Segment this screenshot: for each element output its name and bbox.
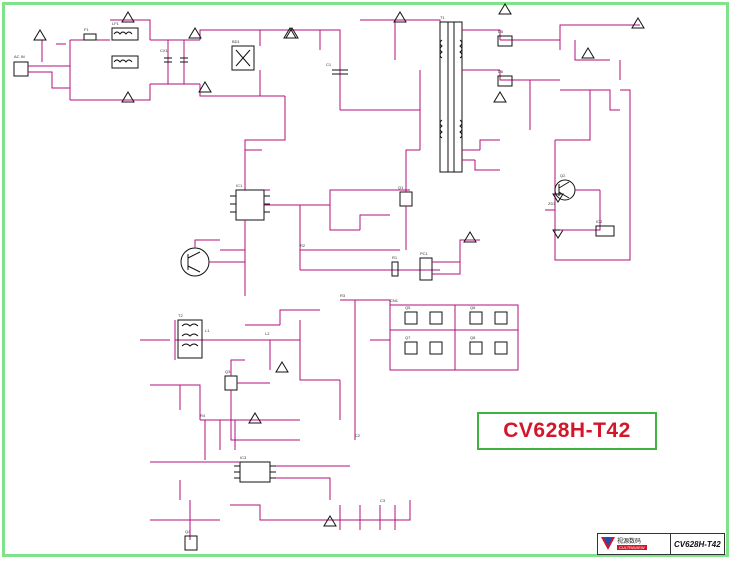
designator-c1: C1	[326, 62, 332, 67]
designator-pc1: PC1	[420, 251, 429, 256]
designator-ic1: IC1	[236, 183, 243, 188]
opto-transistor	[180, 247, 210, 277]
pwm-ic	[235, 189, 265, 221]
designator-q5: Q5	[405, 305, 411, 310]
inductor-l1	[177, 319, 203, 359]
designator-q2: Q2	[560, 173, 566, 178]
designator-ic3: IC3	[240, 455, 247, 460]
opto-coupler	[419, 257, 433, 281]
designator-r4: R4	[200, 413, 206, 418]
designator-q8: Q8	[470, 335, 476, 340]
designator-zd1: ZD1	[548, 201, 556, 206]
sense-resistor	[391, 261, 399, 277]
transformer-section	[439, 3, 645, 261]
designator-d6: D6	[498, 69, 504, 74]
designator-t1: T1	[440, 15, 445, 20]
pwm-section	[180, 11, 480, 296]
mosfet-main	[399, 191, 413, 207]
ac-input-section	[13, 11, 300, 103]
lf1-choke	[111, 27, 139, 41]
designator-l1: L1	[205, 328, 210, 333]
designator-cx1: CX1	[160, 48, 169, 53]
designator-f1: F1	[84, 27, 89, 32]
mosfet-array	[370, 304, 519, 371]
led-driver-section	[140, 299, 411, 551]
lf2-choke	[111, 55, 139, 69]
designator-ac-input: AC IN	[14, 54, 25, 59]
ac-input-connector	[13, 61, 29, 77]
designator-cn1: CN1	[390, 298, 399, 303]
model-title-box: CV628H-T42	[477, 412, 657, 450]
designator-d5: D5	[498, 29, 504, 34]
designator-q3: Q3	[225, 369, 231, 374]
mosfet-q4	[184, 535, 198, 551]
brand-name-en: CULTRAVIEW	[617, 545, 647, 550]
designator-q4: Q4	[185, 529, 191, 534]
mosfet-q3	[224, 375, 238, 391]
designator-lf1: LF1	[112, 21, 120, 26]
output-transistor	[554, 179, 576, 201]
designator-c3: C3	[380, 498, 386, 503]
secondary-diode-2	[497, 75, 513, 87]
mosfet-array-frame	[389, 304, 519, 371]
fuse-symbol	[83, 33, 97, 41]
sheet-border	[2, 2, 729, 557]
title-block: 视源数码 CULTRAVIEW CV628H-T42	[597, 533, 725, 555]
model-title: CV628H-T42	[503, 419, 631, 442]
designator-r1: R1	[392, 255, 398, 260]
designator-c2: C2	[355, 433, 361, 438]
title-block-model: CV628H-T42	[674, 540, 721, 549]
designator-bd1: BD1	[232, 39, 241, 44]
brand-logo-icon	[601, 537, 615, 550]
designator-q1: Q1	[398, 185, 404, 190]
designator-ic2: IC2	[596, 219, 603, 224]
designator-t2: T2	[178, 313, 183, 318]
designator-q6: Q6	[470, 305, 476, 310]
designator-r3: R3	[340, 293, 346, 298]
secondary-diode-1	[497, 35, 513, 47]
designator-l2: L2	[265, 331, 270, 336]
shunt-regulator	[595, 225, 615, 237]
designator-r2: R2	[300, 243, 306, 248]
led-controller-ic	[239, 461, 271, 483]
designator-q7: Q7	[405, 335, 411, 340]
brand-name-cn: 视源数码	[617, 539, 642, 545]
bridge-rectifier	[231, 45, 255, 71]
main-transformer	[439, 21, 463, 173]
title-block-divider	[670, 534, 671, 554]
